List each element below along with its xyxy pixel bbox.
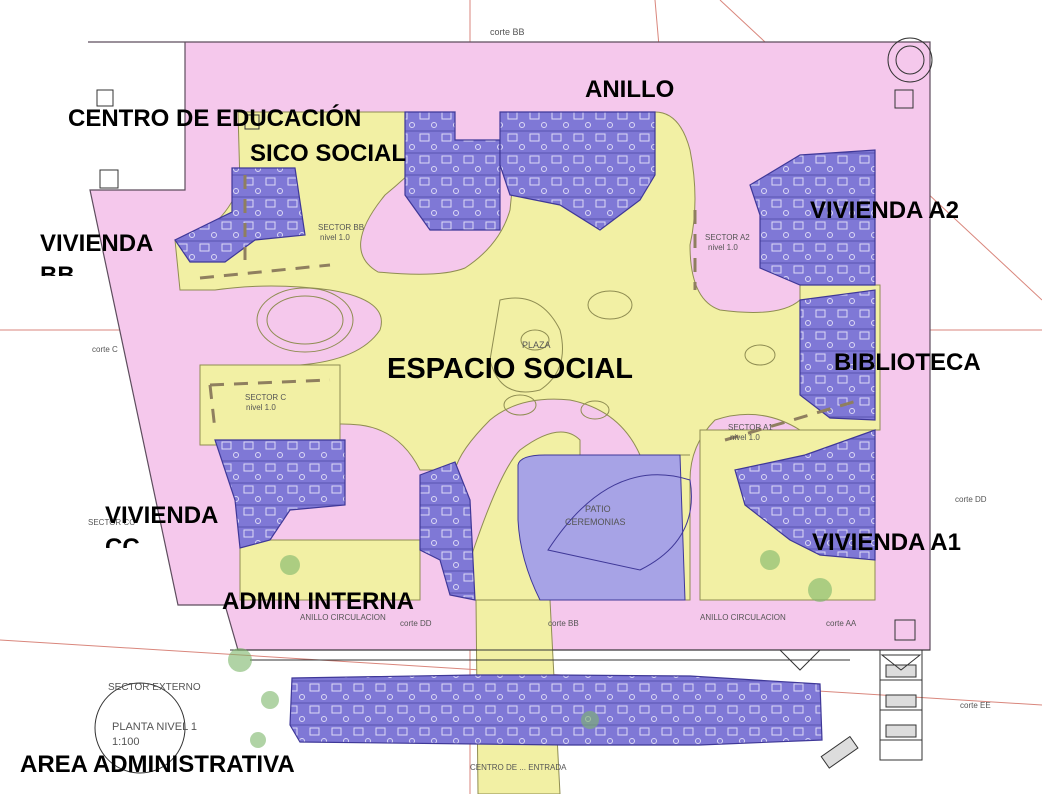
plaza-details xyxy=(256,287,776,420)
label-biblioteca: BIBLIOTECA xyxy=(834,349,981,376)
label-centro-line2: SICO SOCIAL xyxy=(250,140,407,167)
corte-top-text: corte BB xyxy=(490,27,525,37)
sector-externo-text: SECTOR EXTERNO xyxy=(108,682,201,693)
planta-circle xyxy=(94,682,186,774)
building-admin-interna xyxy=(419,461,476,601)
building-biblioteca xyxy=(799,289,876,421)
label-vivienda-cc-line2-clip: CC xyxy=(105,536,185,548)
corte-c-text: corte C xyxy=(92,345,118,354)
plaza-space xyxy=(174,111,881,601)
sector-a2-level-text: nivel 1.0 xyxy=(708,243,738,252)
planta-line1-text: PLANTA NIVEL 1 xyxy=(112,721,197,733)
label-vivienda-bb-line2-clip: BB xyxy=(40,264,120,276)
left-garden xyxy=(199,364,341,446)
building-vivienda-cc xyxy=(214,439,346,549)
sector-c-text: SECTOR C xyxy=(245,393,286,402)
label-centro-line1: CENTRO DE EDUCACIÓN xyxy=(68,105,362,132)
building-anillo-north xyxy=(499,111,656,231)
building-vivienda-bb xyxy=(174,167,306,263)
plan-annotations: corte BB SECTOR BB nivel 1.0 SECTOR A2 n… xyxy=(88,27,991,772)
anillo-left-text: ANILLO CIRCULACION xyxy=(300,613,386,622)
corner-markers xyxy=(96,37,933,641)
label-admin-interna: ADMIN INTERNA xyxy=(222,588,414,615)
planta-line2-text: 1:100 xyxy=(112,736,140,748)
corte-aa-text: corte AA xyxy=(826,619,857,628)
entrada-text: CENTRO DE ... ENTRADA xyxy=(470,763,567,772)
label-espacio-social: ESPACIO SOCIAL xyxy=(387,353,633,385)
label-vivienda-cc-line2: CC xyxy=(105,536,140,548)
corte-dd-right-text: corte DD xyxy=(955,495,987,504)
label-area-administrativa: AREA ADMINISTRATIVA xyxy=(20,751,295,778)
sector-c-level-text: nivel 1.0 xyxy=(246,403,276,412)
lower-garden-left xyxy=(239,539,421,601)
label-vivienda-bb-line1: VIVIENDA xyxy=(40,230,154,257)
trees xyxy=(228,550,832,748)
label-anillo: ANILLO xyxy=(585,76,675,103)
building-vivienda-a1 xyxy=(734,429,876,561)
patio-line1-text: PATIO xyxy=(585,504,611,514)
building-vivienda-a2 xyxy=(749,149,876,286)
patio-arc xyxy=(547,474,692,571)
sector-a1-level-text: nivel 1.0 xyxy=(730,433,760,442)
label-vivienda-a2: VIVIENDA A2 xyxy=(810,197,959,224)
sector-cc-side-text: SECTOR CC xyxy=(88,518,135,527)
buildings xyxy=(174,111,876,746)
parking xyxy=(230,649,930,769)
label-vivienda-bb-line2: BB xyxy=(40,264,75,276)
building-area-administrativa xyxy=(289,674,823,746)
corte-ee-text: corte EE xyxy=(960,701,991,710)
sector-bb-text: SECTOR BB xyxy=(318,223,364,232)
sector-a2-text: SECTOR A2 xyxy=(705,233,750,242)
label-vivienda-a1: VIVIENDA A1 xyxy=(812,529,961,556)
building-centro-educacion xyxy=(404,111,501,231)
patio-line2-text: CEREMONIAS xyxy=(565,517,626,527)
corte-bb-bottom-text: corte BB xyxy=(548,619,579,628)
plaza-text: PLAZA xyxy=(522,340,551,350)
corte-dd-left-text: corte DD xyxy=(400,619,432,628)
sector-bb-level-text: nivel 1.0 xyxy=(320,233,350,242)
patio-ceremonias xyxy=(517,454,686,601)
dashed-edges xyxy=(199,175,861,442)
anillo-right-text: ANILLO CIRCULACION xyxy=(700,613,786,622)
label-vivienda-cc-line1: VIVIENDA xyxy=(105,502,219,529)
sector-a1-text: SECTOR A1 xyxy=(728,423,773,432)
